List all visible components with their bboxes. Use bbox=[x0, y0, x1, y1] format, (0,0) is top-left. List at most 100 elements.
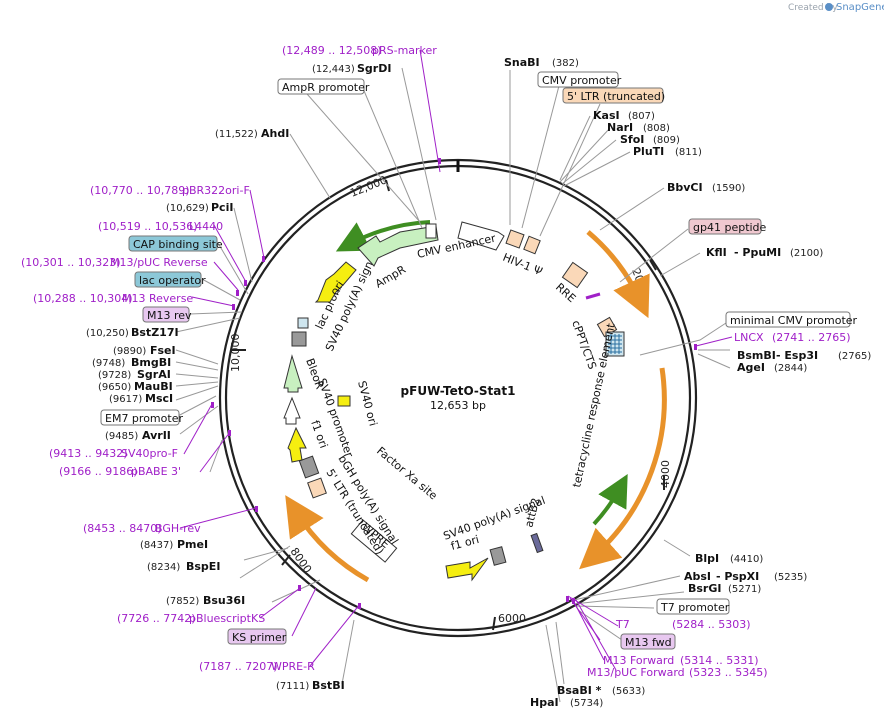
primer-sv40pro[interactable]: SV40pro-F bbox=[121, 447, 178, 460]
site-absi-alt[interactable]: - PspXI bbox=[716, 570, 759, 583]
feature-bgh-polya[interactable] bbox=[298, 455, 320, 479]
feature-sv40-polya-l[interactable] bbox=[291, 331, 307, 347]
site-kfli-pos: (2100) bbox=[790, 248, 823, 259]
site-fsei[interactable]: FseI bbox=[150, 344, 176, 357]
box-cmv-promoter[interactable] bbox=[537, 71, 619, 88]
site-kasi[interactable]: KasI bbox=[593, 109, 620, 122]
primer-prs-range: (12,489 .. 12,508) bbox=[282, 44, 382, 57]
primer-bgh[interactable]: BGH-rev bbox=[155, 522, 201, 535]
box-lac-operator[interactable] bbox=[134, 271, 202, 288]
site-kfli-alt[interactable]: - PpuMI bbox=[734, 246, 781, 259]
site-bsmbi[interactable]: BsmBI bbox=[737, 349, 776, 362]
primer-t7-range: (5284 .. 5303) bbox=[672, 618, 751, 631]
box-em7[interactable] bbox=[100, 409, 180, 426]
site-kfli[interactable]: KflI bbox=[706, 246, 727, 259]
site-maubi[interactable]: MauBI bbox=[134, 380, 173, 393]
site-snabi[interactable]: SnaBI bbox=[504, 56, 540, 69]
box-ampr-promoter[interactable] bbox=[277, 78, 365, 95]
feature-f1-ori-r[interactable] bbox=[445, 557, 489, 582]
site-pluti[interactable]: PluTI bbox=[633, 145, 664, 158]
site-msci[interactable]: MscI bbox=[145, 392, 173, 405]
site-pcii[interactable]: PciI bbox=[211, 201, 233, 214]
feature-hiv1-psi-box[interactable] bbox=[523, 235, 541, 255]
site-ahdi[interactable]: AhdI bbox=[261, 127, 289, 140]
site-pmei[interactable]: PmeI bbox=[177, 538, 208, 551]
feature-ampr[interactable] bbox=[357, 225, 439, 267]
feature-tre-hatch-lines bbox=[608, 334, 622, 354]
box-cap-site[interactable] bbox=[128, 235, 218, 252]
site-bsu36i[interactable]: Bsu36I bbox=[203, 594, 245, 607]
feature-arc-tre-region[interactable] bbox=[579, 367, 667, 570]
box-min-cmv[interactable] bbox=[725, 311, 851, 328]
site-agei[interactable]: AgeI bbox=[737, 361, 765, 374]
primer-m13rev-long[interactable]: M13 Reverse bbox=[122, 292, 193, 305]
site-bsrgi[interactable]: BsrGI bbox=[688, 582, 721, 595]
site-bsu36i-pos: (7852) bbox=[166, 596, 199, 607]
site-bsrgi-pos: (5271) bbox=[728, 584, 761, 595]
feature-arc-tre-green[interactable] bbox=[592, 473, 628, 526]
feature-attb2[interactable] bbox=[530, 532, 544, 554]
site-pcii-pos: (10,629) bbox=[166, 203, 209, 214]
feature-cmv-enhancer[interactable] bbox=[457, 221, 505, 251]
primer-pbr322[interactable]: pBR322ori-F bbox=[182, 184, 250, 197]
site-bspei[interactable]: BspEI bbox=[186, 560, 220, 573]
site-bsmbi-alt[interactable]: - Esp3I bbox=[776, 349, 818, 362]
feature-bleor[interactable] bbox=[283, 354, 303, 393]
site-sfoi[interactable]: SfoI bbox=[620, 133, 644, 146]
box-ks-primer[interactable] bbox=[227, 628, 287, 645]
tick-label-6000: 6000 bbox=[498, 612, 526, 625]
site-bstz17i[interactable]: BstZ17I bbox=[131, 326, 179, 339]
feature-sv40-polya-r[interactable] bbox=[489, 546, 507, 566]
feature-sv40-promoter[interactable] bbox=[283, 396, 301, 425]
primer-pbluescript[interactable]: pBluescriptKS bbox=[189, 612, 265, 625]
feature-f1-ori-l[interactable] bbox=[287, 426, 307, 463]
primer-lncx[interactable]: LNCX bbox=[734, 331, 764, 344]
site-bbvci[interactable]: BbvCI bbox=[667, 181, 703, 194]
site-msci-pos: (9617) bbox=[109, 394, 142, 405]
feature-arc-ampr-green[interactable] bbox=[335, 220, 431, 252]
tick-label-4000: 4000 bbox=[659, 460, 672, 488]
primer-bgh-range: (8453 .. 8470) bbox=[83, 522, 162, 535]
site-absi[interactable]: AbsI bbox=[684, 570, 711, 583]
primer-m13puc-fwd[interactable]: M13/pUC Forward bbox=[587, 666, 685, 679]
site-bsabi-pos: (5633) bbox=[612, 686, 645, 697]
primer-wpre-r[interactable]: WPRE-R bbox=[271, 660, 315, 673]
site-blpi[interactable]: BlpI bbox=[695, 552, 719, 565]
feature-ltr5-box[interactable] bbox=[505, 229, 525, 249]
feature-wpre[interactable] bbox=[350, 519, 398, 563]
tick-2000 bbox=[649, 259, 657, 271]
site-bstbi[interactable]: BstBI bbox=[312, 679, 345, 692]
feature-lac-operator-box[interactable] bbox=[297, 317, 309, 329]
primer-m13fwd-long[interactable]: M13 Forward bbox=[603, 654, 674, 667]
primer-pbabe[interactable]: pBABE 3' bbox=[131, 465, 181, 478]
site-bmgbi[interactable]: BmgBI bbox=[131, 356, 171, 369]
feature-rre[interactable] bbox=[561, 261, 589, 289]
site-sgrdi[interactable]: SgrDI bbox=[357, 62, 391, 75]
box-m13-rev[interactable] bbox=[142, 306, 190, 323]
site-nari[interactable]: NarI bbox=[607, 121, 633, 134]
site-hpai[interactable]: HpaI bbox=[530, 696, 559, 709]
feature-ampr-promoter-box[interactable] bbox=[425, 223, 437, 239]
box-t7-promoter[interactable] bbox=[656, 598, 730, 615]
feature-ori[interactable] bbox=[314, 261, 357, 303]
site-snabi-pos: (382) bbox=[552, 58, 579, 69]
box-ampr-promoter-label: AmpR promoter bbox=[282, 81, 370, 94]
site-sgrai[interactable]: SgrAI bbox=[137, 368, 171, 381]
feature-5ltr-truncated[interactable] bbox=[307, 477, 327, 499]
site-bsmbi-pos: (2765) bbox=[838, 351, 871, 362]
site-avrii[interactable]: AvrII bbox=[142, 429, 171, 442]
box-ltr5[interactable] bbox=[562, 87, 664, 104]
feature-sv40-ori[interactable] bbox=[337, 395, 351, 407]
primer-m13puc-rev[interactable]: M13/pUC Reverse bbox=[110, 256, 208, 269]
primer-l4440[interactable]: L4440 bbox=[189, 220, 223, 233]
feature-arc-wpre-region[interactable] bbox=[285, 495, 370, 583]
feature-arc-gp41-region[interactable] bbox=[586, 230, 650, 319]
label-cppt: cPPT/CTS bbox=[569, 319, 599, 372]
primer-prs[interactable]: pRS-marker bbox=[372, 44, 437, 57]
site-nari-pos: (808) bbox=[643, 123, 670, 134]
site-bsabi[interactable]: BsaBI * bbox=[557, 684, 602, 697]
box-m13-fwd[interactable] bbox=[620, 633, 676, 650]
box-lac-operator-label: lac operator bbox=[139, 274, 206, 287]
box-gp41[interactable] bbox=[688, 218, 762, 235]
primer-t7[interactable]: T7 bbox=[615, 618, 630, 631]
